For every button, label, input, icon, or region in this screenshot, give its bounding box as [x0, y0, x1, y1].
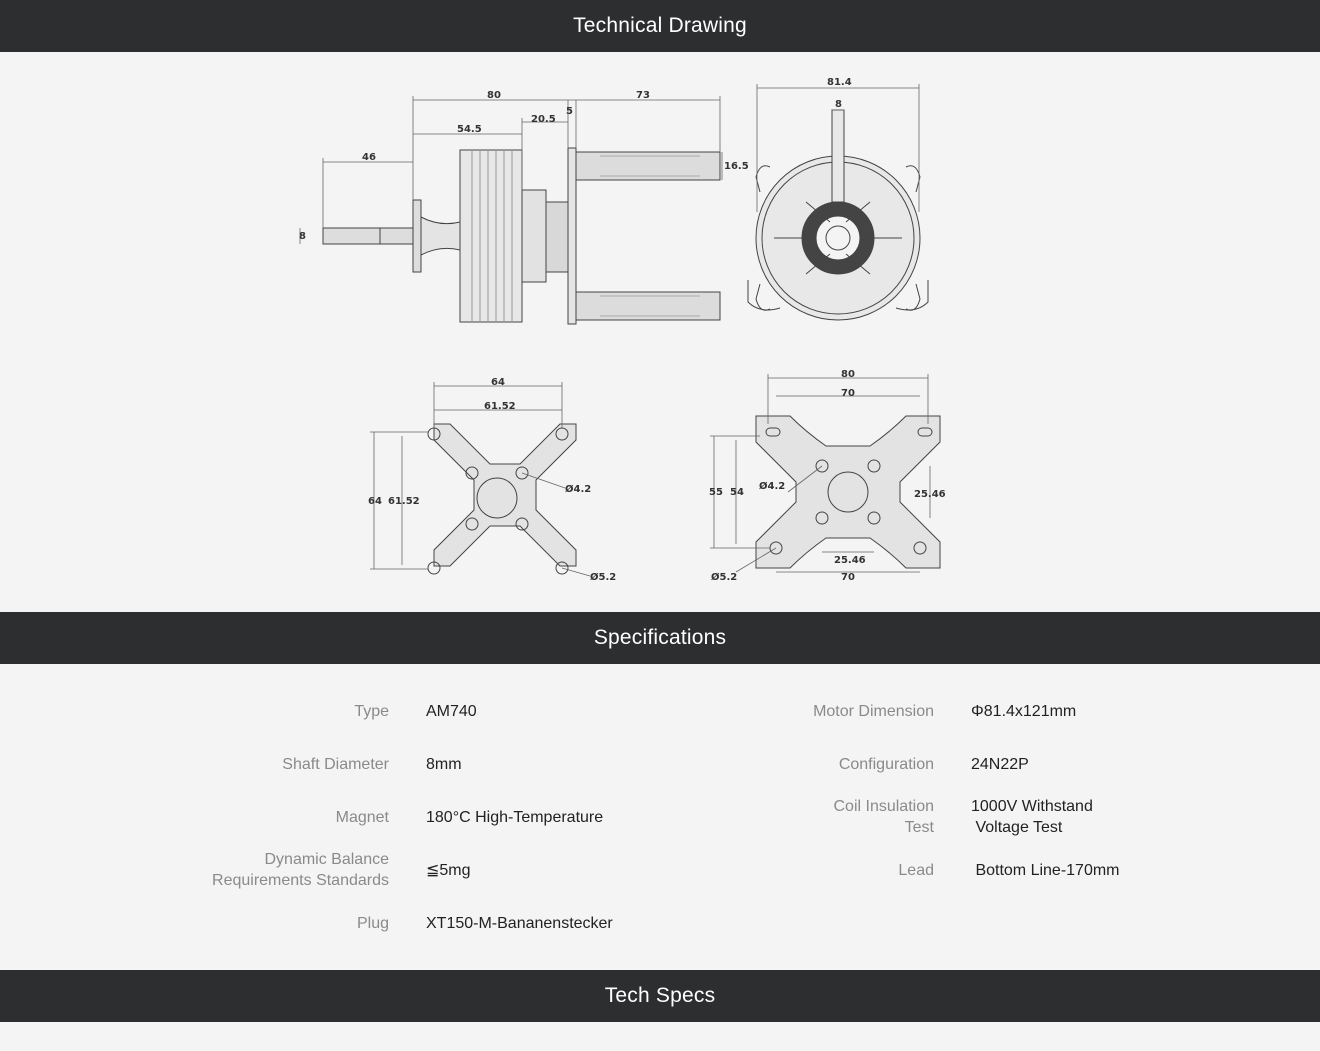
dim-label: 25.46 — [834, 555, 866, 566]
shaft — [322, 227, 419, 245]
dim-label: 64 — [491, 377, 505, 388]
dim-label: 61.52 — [388, 496, 420, 507]
spec-label: Dynamic Balance Requirements Standards — [212, 851, 389, 889]
spec-value: 24N22P — [971, 756, 1029, 773]
dim-label: 80 — [487, 90, 501, 101]
mount-a — [433, 423, 577, 567]
dim-label: 64 — [368, 496, 382, 507]
dim-label: Ø4.2 — [565, 483, 591, 495]
section-header-technical-drawing: Technical Drawing — [0, 0, 1320, 52]
spec-label: Magnet — [335, 809, 389, 826]
dim-label: 70 — [841, 572, 855, 583]
dim-label: Ø5.2 — [711, 571, 737, 583]
dim-label: 25.46 — [914, 489, 946, 500]
dim-label: 8 — [299, 231, 306, 242]
prop-adapter — [412, 199, 422, 273]
section-title: Specifications — [593, 626, 727, 649]
spec-label: Coil Insulation Test — [833, 798, 935, 836]
spec-value: Bottom Line-170mm — [971, 862, 1120, 879]
spec-row-dynamic-balance: Dynamic Balance Requirements Standards ≦… — [0, 849, 471, 891]
spec-row-coil-insulation: Coil Insulation Test 1000V Withstand Vol… — [0, 796, 1320, 838]
section-header-specifications: Specifications — [0, 612, 1320, 664]
dim-label: Ø4.2 — [759, 480, 785, 492]
spec-value: ≦5mg — [426, 861, 471, 879]
spec-value: Φ81.4x121mm — [971, 703, 1077, 720]
dim-label: 80 — [841, 369, 855, 380]
motor-bell — [459, 149, 523, 323]
dim-label: 16.5 — [724, 161, 749, 172]
spec-row-lead: Lead Bottom Line-170mm — [0, 860, 1320, 881]
spec-value: XT150-M-Bananenstecker — [426, 915, 613, 932]
spec-label: Configuration — [838, 756, 934, 773]
spec-row-motor-dimension: Motor Dimension Φ81.4x121mm — [0, 701, 1320, 722]
dim-label: 55 — [709, 487, 723, 498]
spec-row-shaft-diameter: Shaft Diameter 8mm — [0, 754, 461, 775]
spec-value: 1000V Withstand Voltage Test — [971, 798, 1093, 836]
dim-label: 70 — [841, 388, 855, 399]
mount-plate — [567, 147, 577, 325]
dim-label: 54.5 — [457, 124, 482, 135]
dim-label: 8 — [835, 99, 842, 110]
technical-drawing: 80 54.5 20.5 5 73 46 16.5 8 81.4 8 64 61… — [0, 52, 1320, 612]
dim-label: 5 — [566, 106, 573, 117]
spec-row-magnet: Magnet 180°C High-Temperature — [0, 807, 604, 828]
spec-value: AM740 — [426, 703, 477, 720]
spec-row-plug: Plug XT150-M-Bananenstecker — [0, 913, 613, 934]
dim-label: 20.5 — [531, 114, 556, 125]
section-header-tech-specs: Tech Specs — [0, 970, 1320, 1022]
spec-row-type: Type AM740 — [0, 701, 476, 722]
dim-label: 61.52 — [484, 401, 516, 412]
spec-label: Shaft Diameter — [282, 756, 389, 773]
mount-b — [755, 415, 941, 569]
spec-row-configuration: Configuration 24N22P — [0, 754, 1320, 775]
dim-label: Ø5.2 — [590, 571, 616, 583]
specifications-table: Type AM740 Shaft Diameter 8mm Magnet 180… — [0, 664, 1320, 970]
spec-value: 180°C High-Temperature — [426, 809, 604, 826]
technical-drawing-svg: 80 54.5 20.5 5 73 46 16.5 8 81.4 8 64 61… — [299, 77, 946, 583]
spec-label: Plug — [356, 915, 389, 932]
dim-label: 46 — [362, 152, 376, 163]
standoff-top — [575, 151, 721, 181]
standoff-bottom — [575, 291, 721, 321]
section-title: Tech Specs — [604, 984, 716, 1007]
section-title: Technical Drawing — [573, 14, 747, 37]
dim-label: 81.4 — [827, 77, 852, 88]
spec-label: Motor Dimension — [813, 703, 934, 720]
spec-value: 8mm — [426, 756, 462, 773]
dim-label: 73 — [636, 90, 650, 101]
spec-label: Lead — [898, 862, 934, 879]
spec-label: Type — [354, 703, 389, 720]
tech-specs-content — [0, 1022, 1320, 1051]
dim-label: 54 — [730, 487, 744, 498]
